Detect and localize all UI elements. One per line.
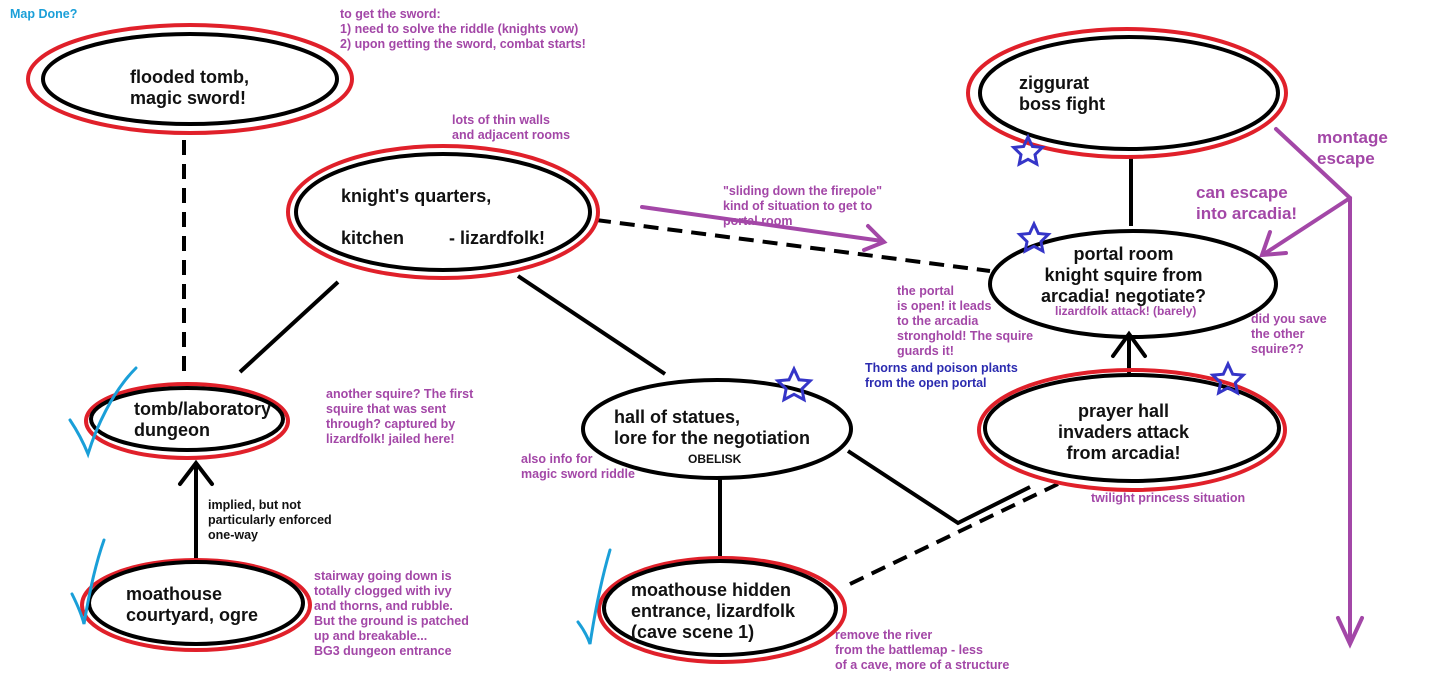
note-thorns: Thorns and poison plants from the open p… [865, 361, 1018, 390]
flooded-tomb-ring [26, 23, 354, 135]
note-twilight-princess: twilight princess situation [1091, 491, 1246, 505]
hidden-entrance-ellipse [602, 559, 838, 657]
tomb-lab-ring [84, 382, 290, 460]
arrowhead-courtyard-to-tomb [178, 459, 214, 486]
link-knights-to-hall [516, 274, 667, 376]
knights-quarters-ring [286, 144, 600, 280]
connections [182, 140, 1133, 586]
flooded-tomb-ellipse [41, 32, 339, 126]
arrowhead-prayer-to-portal [1111, 330, 1147, 358]
portal-room-ellipse [988, 229, 1278, 339]
ziggurat-ellipse [978, 35, 1280, 151]
star-icon [1010, 133, 1046, 167]
node-portal-room: portal room knight squire from arcadia! … [1041, 244, 1207, 306]
node-prayer-hall: prayer hall invaders attack from arcadia… [1058, 401, 1190, 463]
note-escape-arcadia: can escape into arcadia! [1196, 183, 1298, 223]
link-hidden-to-prayer [849, 482, 1059, 586]
node-moathouse-courtyard: moathouse courtyard, ogre [126, 584, 259, 625]
note-other-squire: did you save the other squire?? [1251, 312, 1327, 356]
note-another-squire: another squire? The first squire that wa… [326, 387, 474, 446]
note-one-way: implied, but not particularly enforced o… [208, 498, 332, 542]
star-icon [1209, 360, 1247, 396]
prayer-hall-ring [977, 368, 1287, 492]
arrowhead-escape [1259, 230, 1288, 258]
star-icon [774, 365, 814, 403]
arrow-escape [1262, 196, 1352, 256]
node-ziggurat: ziggurat boss fight [1019, 73, 1105, 114]
link-knights-to-portal [595, 218, 991, 273]
star-icon [1016, 220, 1052, 254]
note-riddle-info: also info for magic sword riddle [521, 452, 635, 481]
node-portal-room-sub: lizardfolk attack! (barely) [1055, 304, 1197, 318]
arrowhead-firepole [862, 224, 888, 252]
arrows [178, 330, 1147, 562]
stars [774, 133, 1247, 403]
node-hall-of-statues-sub: OBELISK [688, 452, 742, 466]
note-firepole: "sliding down the firepole" kind of situ… [723, 184, 883, 228]
check-icon [576, 548, 612, 645]
node-hall-of-statues: hall of statues, lore for the negotiatio… [614, 407, 810, 448]
link-knights-to-tomb [238, 280, 340, 374]
arrow-firepole [640, 205, 884, 243]
node-shapes [26, 23, 1288, 664]
ziggurat-ring [966, 27, 1288, 159]
checkmarks [68, 366, 612, 645]
node-tomb-laboratory: tomb/laboratory dungeon [134, 399, 272, 440]
knights-quarters-ellipse [294, 152, 592, 272]
note-montage-escape: montage escape [1317, 128, 1388, 168]
check-icon [70, 538, 106, 625]
note-thin-walls: lots of thin walls and adjacent rooms [452, 113, 571, 142]
hall-statues-ellipse [581, 378, 853, 480]
link-hall-to-prayer [846, 449, 1031, 526]
check-icon [68, 366, 138, 459]
node-knights-quarters: knight's quarters, kitchen - lizardfolk! [341, 186, 546, 248]
diagram-title: Map Done? [10, 7, 78, 21]
node-moathouse-hidden-entrance: moathouse hidden entrance, lizardfolk (c… [631, 580, 796, 642]
note-sword-riddle: to get the sword: 1) need to solve the r… [340, 7, 586, 51]
purple-arrows [640, 127, 1364, 649]
arrowhead-montage-down [1336, 616, 1364, 649]
hidden-entrance-ring [597, 556, 847, 664]
note-portal-open: the portal is open! it leads to the arca… [897, 284, 1034, 358]
tomb-lab-ellipse [89, 386, 285, 452]
note-stairway: stairway going down is totally clogged w… [314, 569, 469, 658]
note-remove-river: remove the river from the battlemap - le… [835, 628, 1010, 672]
arrow-montage-line [1274, 127, 1352, 200]
node-flooded-tomb: flooded tomb, magic sword! [130, 67, 249, 108]
prayer-hall-ellipse [983, 373, 1281, 483]
